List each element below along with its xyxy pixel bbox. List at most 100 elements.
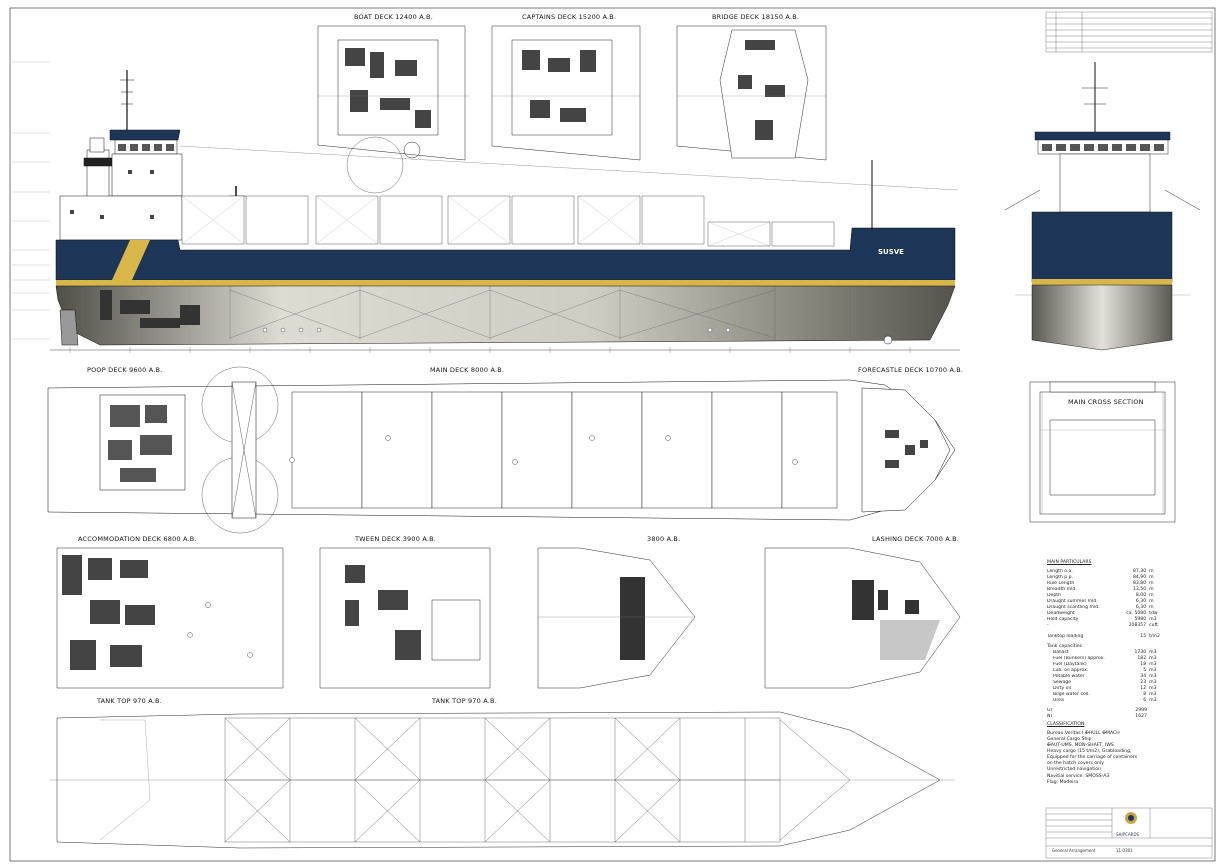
tween-deck-plan bbox=[319, 547, 491, 689]
particular-key: Tanktop loading bbox=[1047, 633, 1084, 639]
classification-line: Heavy cargo (15 t/m2), Grabloading, bbox=[1047, 749, 1132, 755]
lashing-deck-plan bbox=[764, 547, 961, 689]
classification-line: Flag: Madeira bbox=[1047, 779, 1079, 785]
particular-value: 83,80 bbox=[1133, 581, 1147, 587]
front-elevation-view bbox=[1004, 62, 1201, 351]
bridge-deck-plan bbox=[676, 25, 827, 161]
particular-unit: m bbox=[1149, 575, 1154, 581]
tank-key: Fuel (Daytank) bbox=[1053, 661, 1087, 667]
particular-value: 208357 bbox=[1128, 623, 1147, 629]
particular-unit: m bbox=[1149, 569, 1154, 575]
particular-key: Hold capacity bbox=[1047, 617, 1079, 623]
main-cross-section-label: MAIN CROSS SECTION bbox=[1068, 398, 1144, 406]
tank-capacities-title: Tank capacities bbox=[1047, 643, 1083, 649]
hull-name-marking: SUSVE bbox=[878, 248, 904, 256]
particular-key: NT bbox=[1047, 714, 1054, 720]
title-block-text: SHIPCARDS General Arrangement 11-0301 bbox=[1046, 808, 1212, 858]
tank-unit: m3 bbox=[1149, 685, 1157, 691]
particular-key: - bbox=[1047, 623, 1049, 629]
classification-line: Equipped for the carriage of containers bbox=[1047, 755, 1138, 761]
drawing-frame bbox=[9, 7, 1216, 862]
tank-unit: m3 bbox=[1149, 691, 1157, 697]
tween-deck-label: TWEEN DECK 3900 A.B. bbox=[355, 535, 437, 543]
classification-line: ✠AUT-UMS, MON-SHAFT, IWS bbox=[1047, 743, 1114, 749]
tank-unit: m3 bbox=[1149, 673, 1157, 679]
particular-value: 13,50 bbox=[1133, 587, 1147, 593]
deck-3800-label: 3800 A.B. bbox=[647, 535, 681, 543]
particular-value: 8,00 bbox=[1135, 593, 1147, 599]
classification-line: Unrestricted navigation bbox=[1047, 767, 1102, 773]
drawing-title: General Arrangement bbox=[1052, 848, 1096, 853]
main-particulars-title: MAIN PARTICULARS bbox=[1047, 560, 1092, 565]
captains-deck-label: CAPTAINS DECK 15200 A.B. bbox=[522, 13, 617, 21]
particular-value: 5980 bbox=[1134, 617, 1147, 623]
tank-value: 18 bbox=[1140, 661, 1147, 667]
tank-key: Fuel (Bunkers) approx. bbox=[1053, 655, 1105, 661]
title-block bbox=[1045, 807, 1213, 859]
captains-deck-plan bbox=[491, 25, 641, 161]
tank-value: 23 bbox=[1140, 679, 1147, 685]
tank-value: 5 bbox=[1143, 667, 1147, 673]
accommodation-deck-label: ACCOMMODATION DECK 6800 A.B. bbox=[78, 535, 197, 543]
revision-table bbox=[1045, 11, 1213, 53]
particular-key: Rule Length bbox=[1047, 581, 1075, 587]
classification-line: Navitial service: SMOSS-A3 bbox=[1047, 773, 1110, 779]
particular-unit: cuft bbox=[1149, 623, 1158, 629]
particular-key: Length o.a. bbox=[1047, 569, 1073, 575]
accommodation-deck-plan bbox=[56, 547, 284, 689]
particular-key: GT bbox=[1047, 708, 1054, 714]
main-cross-section-view bbox=[1029, 381, 1176, 523]
particular-key: Breadth mld. bbox=[1047, 587, 1077, 593]
boat-deck-plan bbox=[317, 25, 470, 194]
particular-value: 1627 bbox=[1135, 714, 1147, 720]
classification-line: Bureau Veritas I ✠HULL ✠MACH bbox=[1047, 731, 1120, 737]
company-name: SHIPCARDS bbox=[1116, 832, 1140, 837]
particular-unit: t/m2 bbox=[1149, 633, 1160, 639]
particular-value: 84,90 bbox=[1133, 575, 1147, 581]
particular-value: 2999 bbox=[1135, 708, 1147, 714]
tank-unit: m3 bbox=[1149, 661, 1157, 667]
particular-key: Deadweight bbox=[1047, 611, 1075, 617]
particular-value: 15 bbox=[1140, 633, 1147, 639]
classification-title: CLASSIFICATION bbox=[1047, 722, 1085, 728]
drawing-number: 11-0301 bbox=[1116, 848, 1133, 853]
tank-key: Lub. oil approx. bbox=[1053, 667, 1089, 673]
particular-unit: m bbox=[1149, 587, 1154, 593]
poop-deck-label: POOP DECK 9600 A.B. bbox=[87, 366, 163, 374]
particular-key: Depth bbox=[1047, 593, 1061, 599]
bridge-deck-label: BRIDGE DECK 18150 A.B. bbox=[712, 13, 800, 21]
tank-value: 8 bbox=[1143, 691, 1147, 697]
particular-unit: m3 bbox=[1149, 617, 1157, 623]
tank-unit: m3 bbox=[1149, 649, 1157, 655]
particular-key: Draught summer mld. bbox=[1047, 599, 1098, 605]
classification-line: General Cargo Ship bbox=[1047, 737, 1092, 743]
tank-key: Sewage bbox=[1053, 679, 1072, 685]
tank-unit: m3 bbox=[1149, 697, 1157, 703]
particular-unit: m bbox=[1149, 593, 1154, 599]
tank-value: 182 bbox=[1137, 655, 1147, 661]
tank-key: Bilge water coll. bbox=[1053, 691, 1090, 697]
particular-value: 87,30 bbox=[1133, 569, 1147, 575]
forecastle-deck-label: FORECASTLE DECK 10700 A.B. bbox=[858, 366, 964, 374]
tank-key: Ballast bbox=[1053, 649, 1069, 655]
tank-unit: m3 bbox=[1149, 667, 1157, 673]
particular-unit: m bbox=[1149, 581, 1154, 587]
particular-unit: tdw bbox=[1149, 611, 1158, 617]
